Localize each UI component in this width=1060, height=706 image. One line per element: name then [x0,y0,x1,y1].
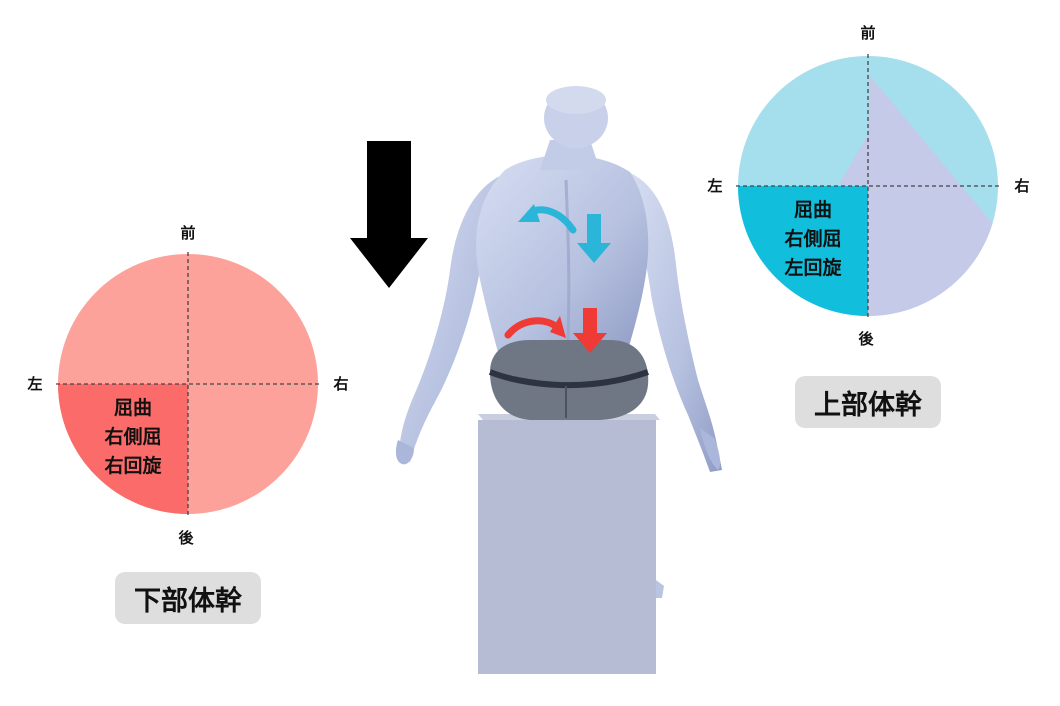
red-down-arrow-icon [573,308,607,353]
seat-box [478,414,664,674]
upper-trunk-rotation-overlay [838,76,998,316]
lower-trunk-badge: 下部体幹 [115,572,261,624]
upper-trunk-dir-right: 右 [1014,177,1029,195]
lower-trunk-motion-3: 右回旋 [103,454,162,477]
blue-curved-arrow-icon [518,204,577,234]
big-down-arrow-icon [350,141,428,288]
blue-down-arrow-icon [577,214,611,263]
lower-trunk-dir-back: 後 [177,529,194,547]
upper-trunk-badge: 上部体幹 [795,376,941,428]
lower-trunk-dir-right: 右 [333,375,348,393]
lower-trunk-motion-2: 右側屈 [103,425,161,448]
upper-trunk-dir-back: 後 [857,330,874,348]
upper-trunk-dir-left: 左 [706,177,722,195]
red-curved-arrow-icon [504,316,566,339]
lower-trunk-chart: 前 後 左 右 屈曲 右側屈 右回旋 [26,224,348,547]
lower-trunk-dir-left: 左 [26,375,42,393]
upper-trunk-motion-1: 屈曲 [794,199,832,221]
seated-figure [395,86,722,472]
lower-trunk-dir-front: 前 [180,224,195,242]
upper-trunk-motion-3: 左回旋 [784,256,842,279]
lower-trunk-motion-1: 屈曲 [114,397,152,419]
upper-trunk-motion-2: 右側屈 [783,227,841,250]
upper-trunk-dir-front: 前 [860,24,875,42]
upper-trunk-chart: 前 後 左 右 屈曲 右側屈 左回旋 [706,24,1029,348]
